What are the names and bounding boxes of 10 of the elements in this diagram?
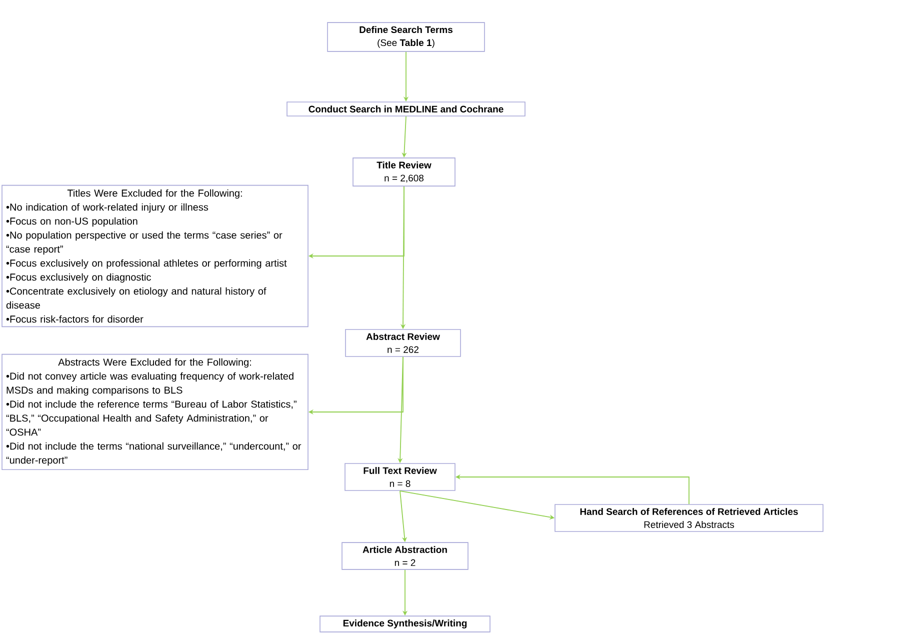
process-box: Abstract Review n = 262 xyxy=(345,329,461,357)
process-box: Hand Search of References of Retrieved Articles Retrieved 3 Abstracts xyxy=(554,504,824,532)
process-box: Article Abstraction n = 2 xyxy=(342,542,468,570)
process-box: Conduct Search in MEDLINE and Cochrane xyxy=(286,102,526,116)
exclusion-box: Abstracts Were Excluded for the Following: •Did not convey article was evaluating frequency of work-related MSDs and making comparisons to BLS •Did not include the reference terms “Bureau of Labor Statistics,” “BLS,” “Occupational Health and Safety Administration,” or “OSHA” •Did not include the terms “national surveillance,” “undercount,” or “under-report” xyxy=(2,354,308,470)
process-box: Full Text Review n = 8 xyxy=(344,463,456,491)
process-box: Title Review n = 2,608 xyxy=(352,158,456,186)
exclusion-box: Titles Were Excluded for the Following: •No indication of work-related injury or illness •Focus on non-US population •No population perspective or used the terms “case series” or “case report” •Focus exclusively on professional athletes or performing artist •Focus exclusively on diagnostic •Concentrate exclusively on etiology and natural history of disease •Focus risk-factors for disorder xyxy=(2,184,308,328)
process-box: Evidence Synthesis/Writing xyxy=(320,616,490,632)
process-box: Define Search Terms (See Table 1) xyxy=(327,22,485,52)
